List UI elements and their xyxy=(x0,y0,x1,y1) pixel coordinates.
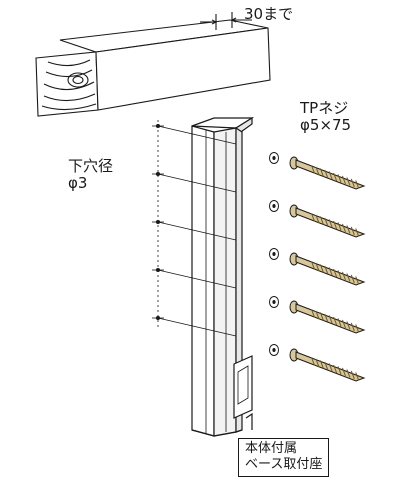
washer-hole xyxy=(272,204,276,208)
screw-thread xyxy=(346,369,351,378)
screw-thread xyxy=(350,226,355,236)
screw-thread xyxy=(337,318,342,327)
screw-thread xyxy=(328,315,333,324)
screw-thread xyxy=(350,370,355,380)
screw-thread xyxy=(337,174,342,183)
screw-thread xyxy=(328,219,333,228)
screw-thread xyxy=(342,271,346,281)
screw-thread xyxy=(319,312,324,321)
screw-thread xyxy=(350,274,355,284)
pilot-hole-size: φ3 xyxy=(68,174,88,193)
screw-thread xyxy=(333,316,338,326)
screw-thread xyxy=(355,228,360,237)
screw-thread xyxy=(355,324,360,333)
screw-thread xyxy=(342,223,346,233)
screw-thread xyxy=(328,267,333,276)
screw-thread xyxy=(311,357,316,366)
screw-thread xyxy=(328,171,333,180)
screw-thread xyxy=(324,169,329,179)
screw-thread xyxy=(311,165,316,174)
screw-thread xyxy=(342,367,346,377)
pilot-hole-leader xyxy=(157,317,237,337)
base-seat-label: 本体付属 ベース取付座 xyxy=(238,438,330,477)
screw-type: TPネジ xyxy=(300,99,349,117)
screw-thread xyxy=(355,372,360,381)
screw-thread xyxy=(346,273,351,282)
screw-thread xyxy=(324,361,329,371)
screw-thread xyxy=(346,177,351,186)
screw-icon xyxy=(269,248,366,286)
screw-thread xyxy=(315,166,320,176)
screw-thread xyxy=(311,213,316,222)
base-seat-line1: 本体付属 xyxy=(245,441,298,456)
screw-thread xyxy=(337,222,342,231)
screw-thread xyxy=(350,322,355,332)
screw-thread xyxy=(324,265,329,275)
washer-hole xyxy=(272,300,276,304)
post-icon xyxy=(191,116,255,437)
screw-thread xyxy=(319,216,324,225)
pilot-hole-leader xyxy=(157,125,237,145)
pilot-hole-leaders xyxy=(152,120,237,337)
screw-thread xyxy=(311,309,316,318)
dimension-label: 30まで xyxy=(244,5,294,23)
screw-thread xyxy=(342,175,346,185)
screw-thread xyxy=(350,178,355,188)
screw-thread xyxy=(342,319,346,329)
pilot-hole-leader xyxy=(157,221,237,241)
screw-thread xyxy=(319,264,324,273)
screw-thread xyxy=(346,225,351,234)
screw-thread xyxy=(337,366,342,375)
screw-thread xyxy=(315,310,320,320)
washer-hole xyxy=(272,252,276,256)
screw-thread xyxy=(319,168,324,177)
pilot-hole-leader xyxy=(157,173,237,193)
screw-thread xyxy=(315,358,320,368)
pilot-hole-title: 下穴径 xyxy=(68,157,114,175)
screw-thread xyxy=(315,214,320,224)
screw-thread xyxy=(333,172,338,182)
screw-thread xyxy=(333,268,338,278)
screw-thread xyxy=(311,261,316,270)
screw-thread xyxy=(324,313,329,323)
screw-thread xyxy=(328,363,333,372)
screw-thread xyxy=(355,276,360,285)
washer-hole xyxy=(272,156,276,160)
screw-thread xyxy=(333,364,338,374)
screws-group xyxy=(269,152,366,382)
screw-thread xyxy=(319,360,324,369)
wood-beam-icon xyxy=(35,12,271,117)
screw-thread xyxy=(337,270,342,279)
screw-thread xyxy=(333,220,338,230)
screw-icon xyxy=(269,152,366,190)
screw-icon xyxy=(269,344,366,382)
screw-icon xyxy=(269,296,366,334)
washer-hole xyxy=(272,348,276,352)
screw-thread xyxy=(324,217,329,227)
base-seat-line2: ベース取付座 xyxy=(245,457,323,473)
screw-label: TPネジ φ5×75 xyxy=(300,99,352,135)
pilot-hole-leader xyxy=(157,269,237,289)
screw-size: φ5×75 xyxy=(300,116,352,135)
screw-thread xyxy=(355,180,360,189)
screw-thread xyxy=(315,262,320,272)
screw-thread xyxy=(346,321,351,330)
pilot-hole-label: 下穴径 φ3 xyxy=(68,157,114,193)
screw-icon xyxy=(269,200,366,238)
